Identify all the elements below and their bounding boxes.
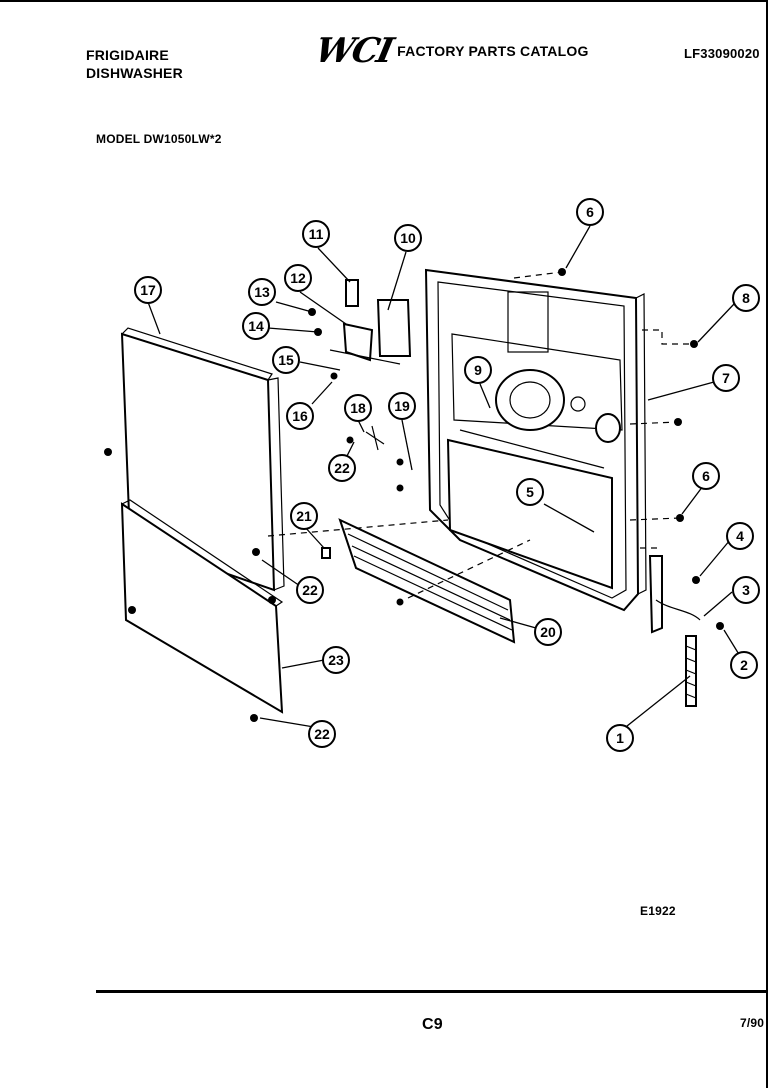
svg-text:18: 18: [350, 400, 366, 416]
svg-text:6: 6: [702, 468, 710, 484]
page-number: C9: [422, 1016, 443, 1033]
svg-text:20: 20: [540, 624, 556, 640]
svg-text:9: 9: [474, 362, 482, 378]
latch-bracket-assembly: [329, 279, 412, 365]
callout-14: 14: [242, 312, 270, 340]
callout-18: 18: [344, 394, 372, 422]
svg-text:7: 7: [722, 370, 730, 386]
svg-text:19: 19: [394, 398, 410, 414]
svg-text:8: 8: [742, 290, 750, 306]
callout-4: 4: [726, 522, 754, 550]
svg-text:12: 12: [290, 270, 306, 286]
callout-5: 5: [516, 478, 544, 506]
callout-17: 17: [134, 276, 162, 304]
svg-text:21: 21: [296, 508, 312, 524]
figure-code: E1922: [640, 904, 676, 918]
lower-access-panel: [120, 499, 284, 714]
top-border: [0, 0, 768, 2]
svg-text:15: 15: [278, 352, 294, 368]
svg-text:22: 22: [302, 582, 318, 598]
catalog-code: LF33090020: [684, 46, 760, 61]
svg-text:13: 13: [254, 284, 270, 300]
svg-text:16: 16: [292, 408, 308, 424]
callout-8: 8: [732, 284, 760, 312]
callout-1: 1: [606, 724, 634, 752]
svg-text:11: 11: [309, 226, 324, 242]
svg-text:1: 1: [616, 730, 624, 746]
right-border: [766, 0, 768, 1088]
svg-text:22: 22: [314, 726, 330, 742]
callout-15: 15: [272, 346, 300, 374]
vent-trim: [338, 518, 516, 644]
catalog-header: WCI FACTORY PARTS CATALOG: [312, 31, 589, 71]
model-number: MODEL DW1050LW*2: [96, 132, 222, 146]
inner-door-frame: [424, 268, 647, 612]
callout-22-a: 22: [328, 454, 356, 482]
callout-23: 23: [322, 646, 350, 674]
callout-16: 16: [286, 402, 314, 430]
callout-21: 21: [290, 502, 318, 530]
svg-text:5: 5: [526, 484, 534, 500]
callout-9: 9: [464, 356, 492, 384]
callout-6-upper: 6: [576, 198, 604, 226]
callout-22-b: 22: [296, 576, 324, 604]
svg-text:4: 4: [736, 528, 744, 544]
callout-6-lower: 6: [692, 462, 720, 490]
brand-name: FRIGIDAIRE: [86, 47, 169, 63]
catalog-title: FACTORY PARTS CATALOG: [397, 43, 589, 59]
alignment-lines: [267, 271, 694, 599]
outer-door-panel: [120, 327, 285, 592]
footer-rule: [96, 990, 768, 993]
callout-11: 11: [302, 220, 330, 248]
svg-text:23: 23: [328, 652, 344, 668]
callout-12: 12: [284, 264, 312, 292]
brand-block: FRIGIDAIRE DISHWASHER: [86, 46, 183, 82]
callout-2: 2: [730, 651, 758, 679]
product-type: DISHWASHER: [86, 65, 183, 81]
svg-text:17: 17: [140, 282, 156, 298]
hinge-spring-assembly: [648, 555, 701, 707]
callout-20: 20: [534, 618, 562, 646]
svg-text:22: 22: [334, 460, 350, 476]
callout-7: 7: [712, 364, 740, 392]
callout-13: 13: [248, 278, 276, 306]
svg-text:10: 10: [400, 230, 416, 246]
svg-text:2: 2: [740, 657, 748, 673]
svg-text:14: 14: [248, 318, 264, 334]
callout-19: 19: [388, 392, 416, 420]
callout-22-c: 22: [308, 720, 336, 748]
page-date: 7/90: [740, 1016, 765, 1030]
callout-10: 10: [394, 224, 422, 252]
svg-text:6: 6: [586, 204, 594, 220]
callout-3: 3: [732, 576, 760, 604]
callout-labels: 1 2 3 4 5 6 6 7 8 9 10 11 12 13 14 15 16…: [134, 198, 760, 752]
svg-text:3: 3: [742, 582, 750, 598]
